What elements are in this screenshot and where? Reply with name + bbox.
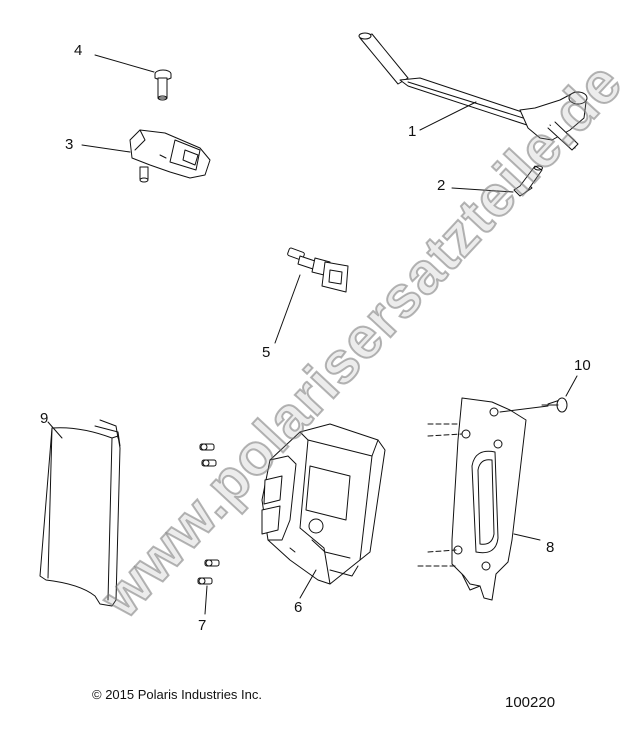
callout-6: 6 — [294, 599, 303, 616]
callout-7: 7 — [198, 617, 207, 634]
callout-2: 2 — [437, 177, 446, 194]
callout-10: 10 — [574, 357, 591, 374]
rivet-part-10 — [541, 397, 568, 413]
callout-1: 1 — [408, 123, 417, 140]
leader-line-5 — [274, 274, 301, 344]
leader-line-10b — [565, 375, 578, 397]
ecu-screws-lower-part-7 — [197, 559, 220, 585]
speed-sensor-part-1 — [358, 32, 588, 151]
map-sensor-part-3 — [129, 129, 211, 183]
cover-part-9 — [39, 419, 121, 607]
copyright-notice: © 2015 Polaris Industries Inc. — [92, 687, 262, 702]
fastener-line-a — [427, 433, 463, 437]
leader-line-8 — [513, 533, 541, 541]
leader-line-4 — [94, 54, 155, 73]
callout-3: 3 — [65, 136, 74, 153]
ecu-part-6 — [261, 423, 386, 585]
leader-line-2 — [451, 187, 514, 193]
leader-line-7 — [204, 585, 208, 615]
temp-sensor-part-5 — [287, 247, 349, 293]
callout-4: 4 — [74, 42, 83, 59]
diagram-reference-number: 100220 — [505, 694, 556, 711]
callout-8: 8 — [546, 539, 555, 556]
callout-5: 5 — [262, 344, 271, 361]
leader-line-10 — [499, 405, 549, 413]
screw-part-2 — [513, 165, 543, 197]
leader-line-6 — [299, 569, 317, 599]
fastener-line-c — [427, 549, 457, 553]
leader-line-3 — [81, 144, 131, 153]
leader-line-1 — [419, 101, 477, 131]
bolt-part-4 — [154, 69, 172, 101]
ecu-screws-upper — [199, 443, 217, 467]
callout-9: 9 — [40, 410, 49, 427]
bracket-part-8 — [451, 397, 527, 601]
leader-line-9 — [47, 421, 63, 439]
